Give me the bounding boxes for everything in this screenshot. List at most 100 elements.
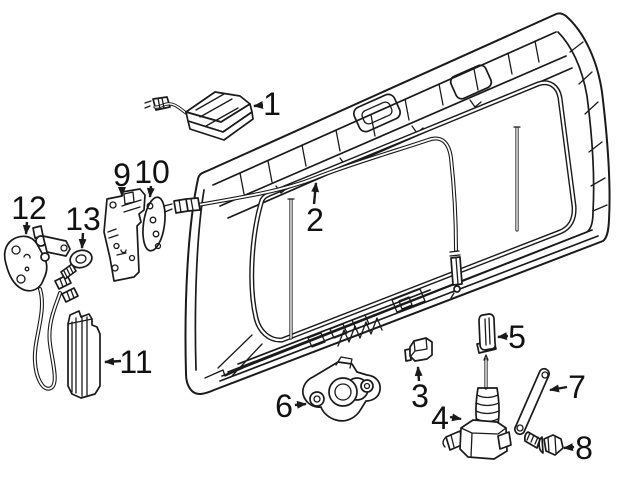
part-12-hole xyxy=(11,245,21,255)
part-rod-clip xyxy=(404,337,433,362)
part-wedge-bracket xyxy=(67,310,101,399)
right-rail-rungs xyxy=(569,41,608,212)
callout-2-label[interactable]: 2 xyxy=(306,202,324,238)
callout-11-label[interactable]: 11 xyxy=(119,344,152,380)
part-4-boss xyxy=(497,431,512,450)
callout-3: 3 xyxy=(411,366,429,414)
part-1-housing-base xyxy=(187,111,254,141)
callout-7: 7 xyxy=(549,369,586,405)
part-lock-actuator xyxy=(442,354,512,460)
part-7-rod xyxy=(514,367,550,436)
part-9-squiggles xyxy=(113,242,127,256)
callout-3-arrow xyxy=(414,366,423,382)
callout-6-label[interactable]: 6 xyxy=(275,388,293,424)
part-6-ear xyxy=(360,379,374,393)
top-rail-ribs xyxy=(239,40,540,195)
hinge-pocket xyxy=(449,64,493,100)
part-12-plate-mark xyxy=(24,266,30,272)
part-9-latch-details xyxy=(107,191,142,239)
part-retainer-clip xyxy=(476,313,497,354)
part-12-cable-loop-core xyxy=(33,288,61,390)
liftgate-panel xyxy=(184,12,611,395)
part-10-body xyxy=(142,196,166,252)
bottom-rail-zigzag xyxy=(337,317,383,347)
callout-5-label[interactable]: 5 xyxy=(508,319,526,355)
callout-3-label[interactable]: 3 xyxy=(411,378,429,414)
callout-6: 6 xyxy=(275,388,307,424)
part-8-head xyxy=(543,434,564,456)
part-1-housing-details xyxy=(195,93,239,127)
callout-13-label[interactable]: 13 xyxy=(65,201,101,237)
corner-creases xyxy=(204,334,263,379)
callout-2: 2 xyxy=(306,182,324,238)
callout-10-arrow xyxy=(146,185,155,198)
callout-7-arrow xyxy=(549,384,568,393)
cable-run-core xyxy=(197,137,457,251)
part-13-threads xyxy=(63,266,74,278)
part-6-gear-inner xyxy=(334,383,352,401)
hinge-pockets xyxy=(353,64,493,133)
panel-outline xyxy=(184,12,611,395)
cable-end-tip xyxy=(453,285,461,293)
part-12-arm-hole xyxy=(60,244,68,252)
part-5-body xyxy=(478,313,497,351)
part-12-plate-marks xyxy=(23,253,31,259)
callout-1-arrow xyxy=(253,101,264,109)
callout-1: 1 xyxy=(253,86,281,122)
part-13-head-inner xyxy=(75,254,87,264)
hinge-pocket-inner xyxy=(361,101,393,125)
part-11-body xyxy=(67,310,101,399)
callout-4-label[interactable]: 4 xyxy=(431,400,449,436)
cable-run xyxy=(196,136,458,252)
callout-11-arrow xyxy=(104,357,122,366)
callout-12-arrow xyxy=(22,221,31,235)
callout-8: 8 xyxy=(563,430,593,466)
part-link-rod xyxy=(514,367,550,436)
part-4-rod-tip xyxy=(483,354,489,361)
callout-12-label[interactable]: 12 xyxy=(11,190,47,226)
callout-4: 4 xyxy=(431,400,462,436)
part-12-barrel-ribs xyxy=(59,276,75,301)
part-6-ear-hole xyxy=(363,382,371,390)
cable-left-fitting-ribs xyxy=(163,198,194,213)
callout-5-arrow xyxy=(497,332,509,341)
part-9-hole xyxy=(109,201,117,209)
callout-9-label[interactable]: 9 xyxy=(113,157,131,193)
cable-end-details xyxy=(449,250,461,299)
part-12-pivot2 xyxy=(40,252,50,262)
callout-13-arrow xyxy=(78,232,87,249)
part-4-body-details xyxy=(460,427,507,458)
part-7-hole xyxy=(541,371,549,379)
part-5-slot xyxy=(484,317,491,346)
callout-11: 11 xyxy=(104,344,153,380)
part-6-gear xyxy=(328,377,358,407)
part-latch-motor xyxy=(302,356,381,422)
callout-6-arrow xyxy=(294,400,307,409)
callout-10-label[interactable]: 10 xyxy=(134,154,170,190)
part-6-tab xyxy=(335,356,353,369)
callout-5: 5 xyxy=(497,319,526,355)
latch-mount-bracket xyxy=(391,288,426,313)
part-9-hole xyxy=(128,254,136,262)
part-12-hole xyxy=(16,274,26,284)
support-rods-core xyxy=(290,127,518,339)
callout-12: 12 xyxy=(11,190,47,235)
cable-left-fitting xyxy=(173,197,201,214)
part-handle-switch-assembly xyxy=(144,91,254,141)
callout-8-label[interactable]: 8 xyxy=(575,430,593,466)
part-hex-bolt xyxy=(523,431,564,456)
part-13-head xyxy=(69,249,93,269)
part-gasket xyxy=(142,196,166,252)
callout-10: 10 xyxy=(134,154,170,198)
part-latch-with-cables xyxy=(3,225,79,391)
part-8-flange xyxy=(538,436,544,454)
callout-1-label[interactable]: 1 xyxy=(263,86,281,122)
part-8-threads xyxy=(526,432,539,445)
part-10-hole xyxy=(152,230,160,238)
callout-7-label[interactable]: 7 xyxy=(568,369,586,405)
callout-9: 9 xyxy=(113,157,131,197)
hinge-pocket xyxy=(353,93,401,133)
part-8-head-facets xyxy=(547,436,557,454)
